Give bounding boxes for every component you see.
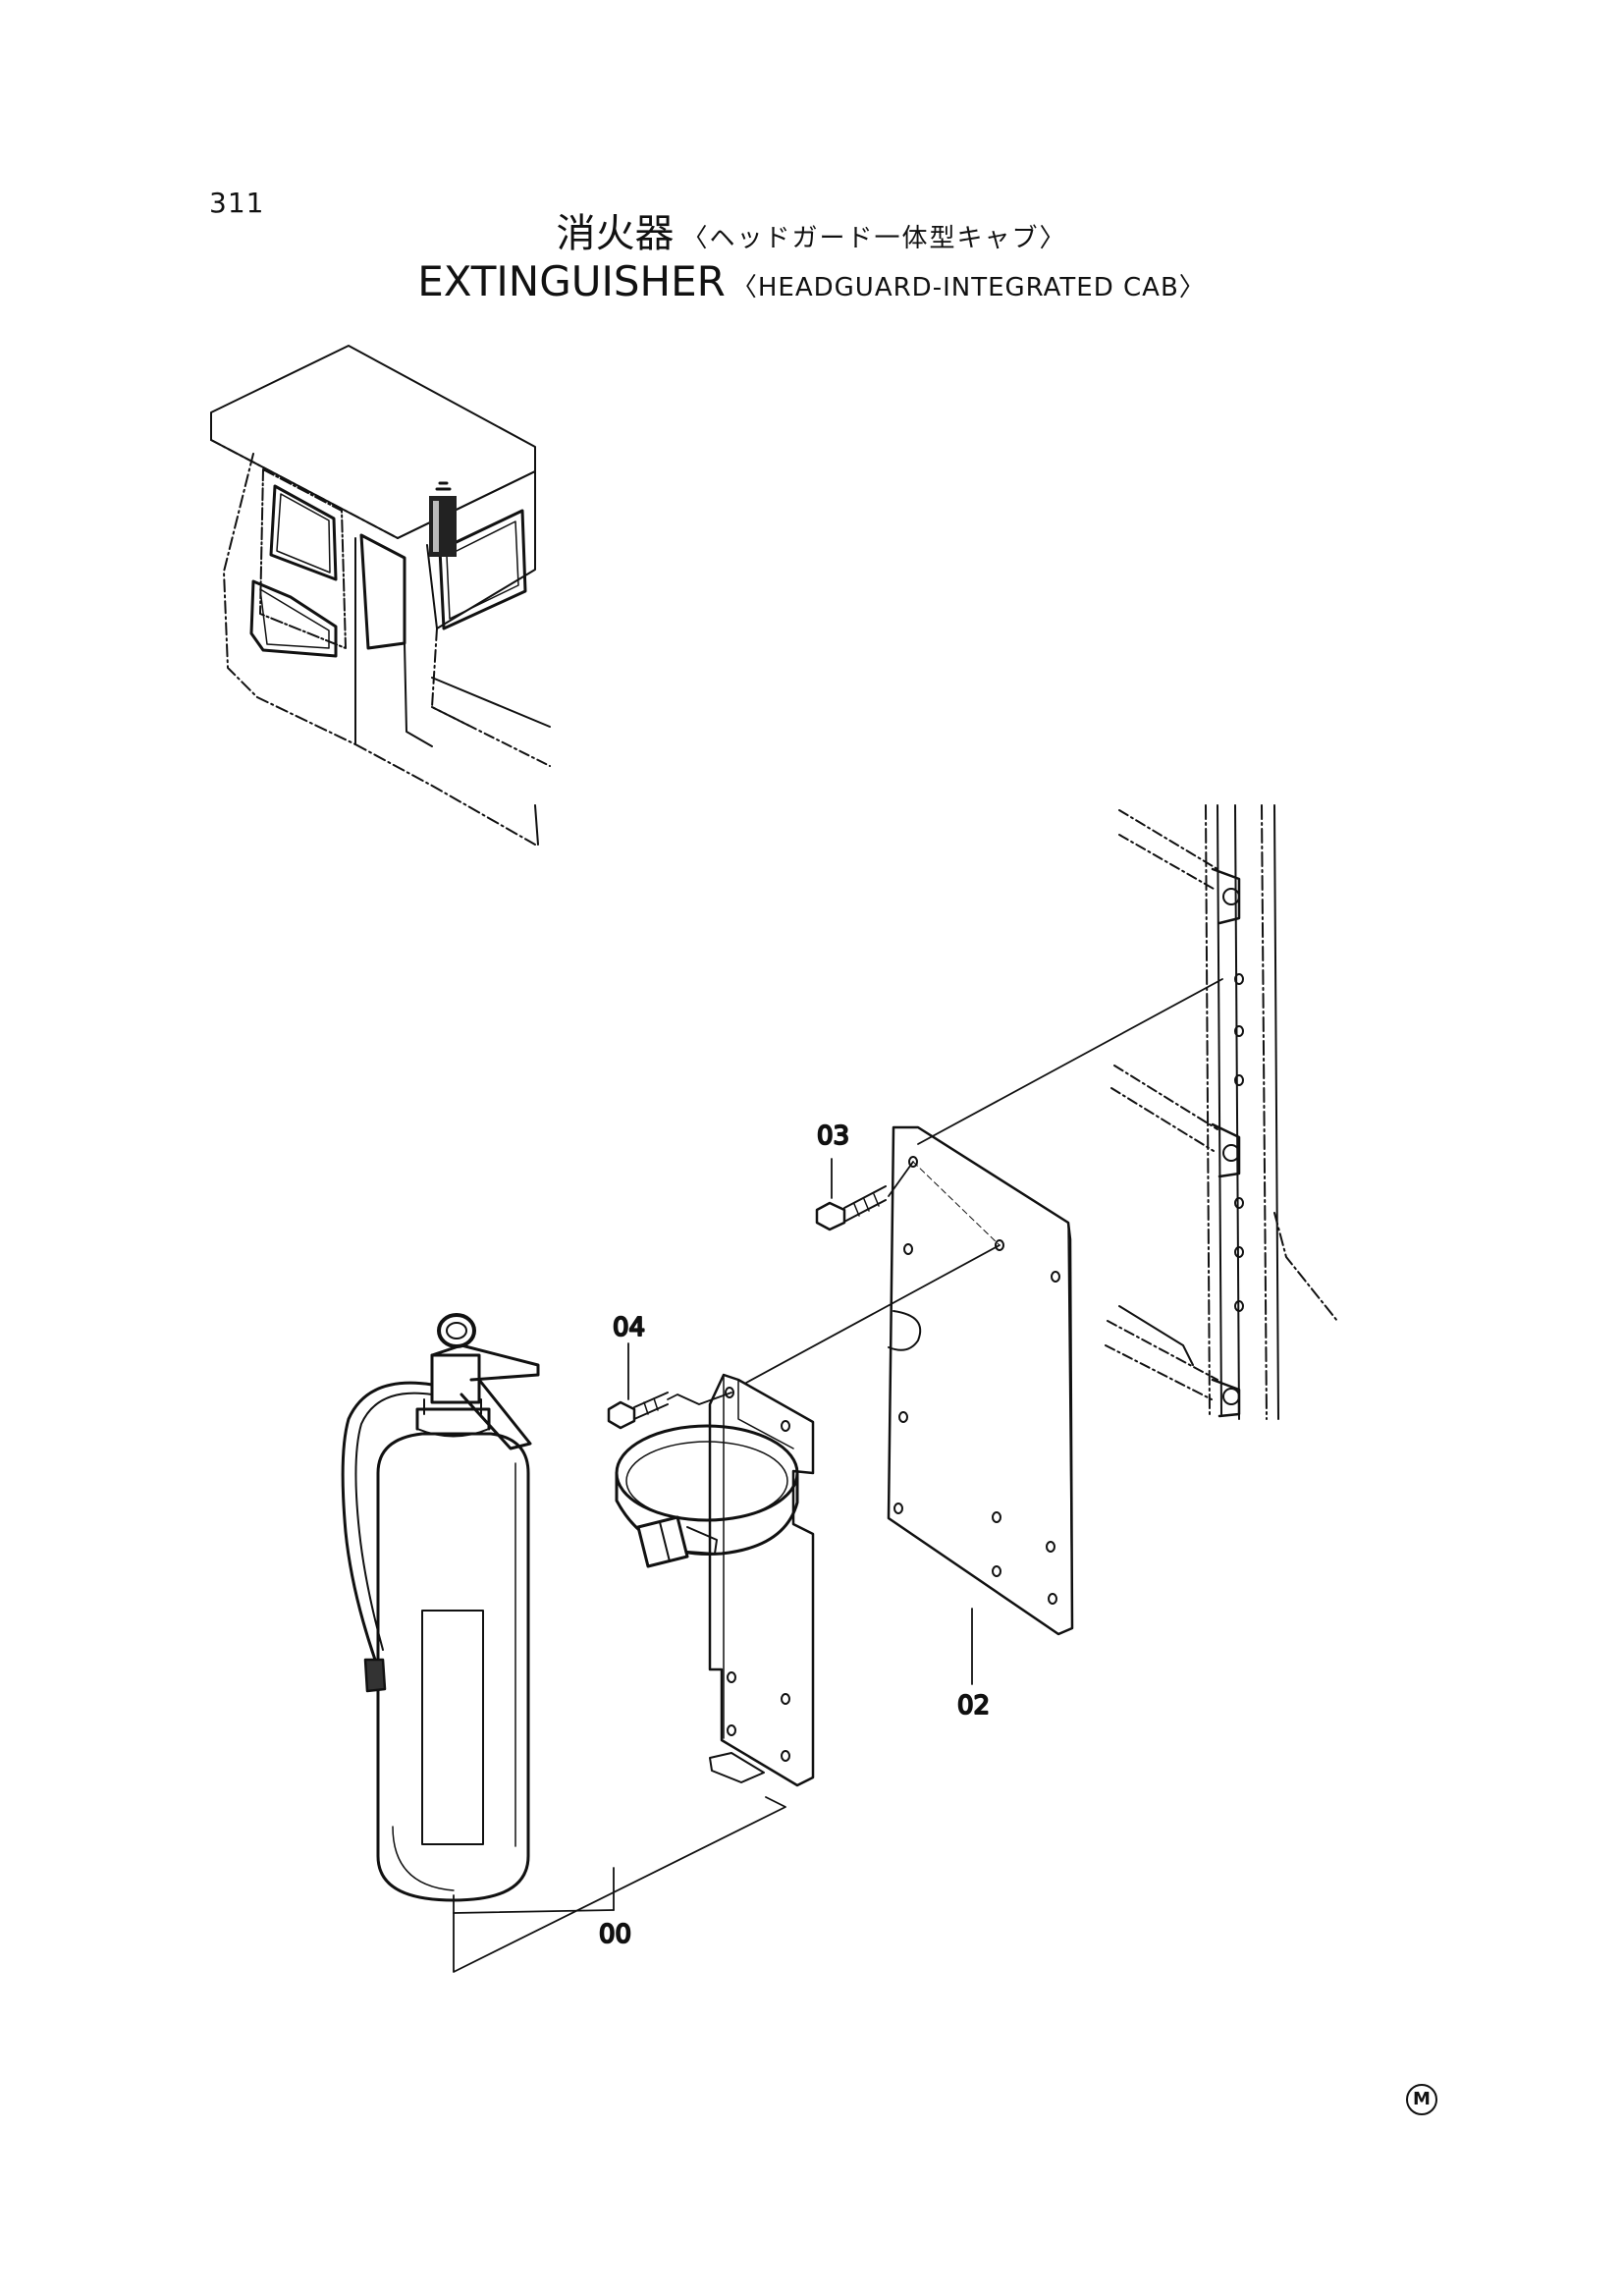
callout-00: 00 (599, 1920, 631, 1949)
cab-wall-section (1105, 804, 1338, 1420)
title-english-main: EXTINGUISHER (417, 257, 726, 305)
page-number: 311 (209, 187, 265, 219)
assembly-lines (667, 978, 1223, 1405)
title-english: EXTINGUISHER〈HEADGUARD-INTEGRATED CAB〉 (0, 257, 1623, 305)
title-japanese-main: 消火器 (556, 211, 675, 256)
bolt-part-04 (607, 1392, 669, 1430)
callout-03: 03 (817, 1121, 849, 1151)
title-english-sub: 〈HEADGUARD-INTEGRATED CAB〉 (730, 273, 1206, 302)
bolt-part-03 (815, 1185, 887, 1231)
callout-04: 04 (613, 1313, 645, 1342)
title-japanese-sub: 〈ヘッドガード一体型キャブ〉 (681, 224, 1067, 253)
callout-02: 02 (957, 1691, 990, 1721)
fire-extinguisher (341, 1313, 540, 1902)
cab-overview-illustration (210, 345, 551, 846)
callout-leaders (453, 1158, 973, 1973)
mounting-plate-part-02 (887, 1125, 1074, 1636)
extinguisher-bracket (615, 1373, 815, 1787)
title-japanese: 消火器〈ヘッドガード一体型キャブ〉 (0, 201, 1623, 258)
manufacturer-mark: M (1406, 2084, 1437, 2115)
